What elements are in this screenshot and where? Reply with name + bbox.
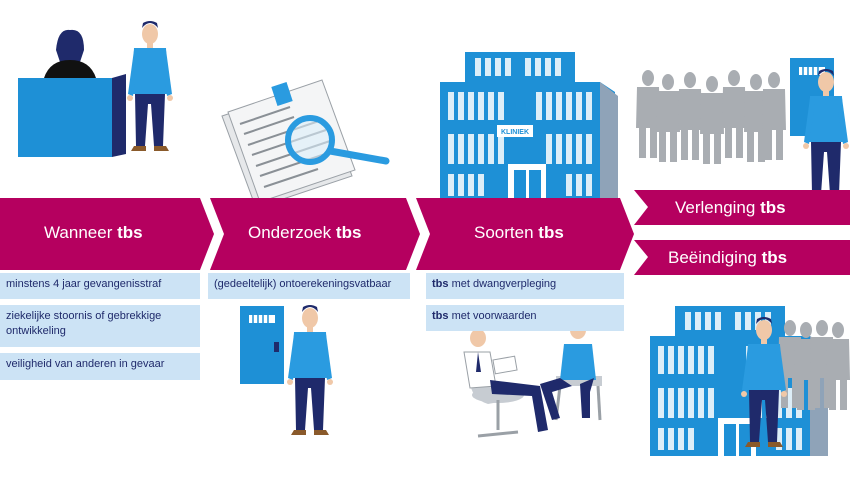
info-box-onderzoek-1: (gedeeltelijk) ontoerekeningsvatbaar bbox=[208, 273, 410, 299]
step-word: Soorten bbox=[474, 223, 534, 242]
step-label-soorten: Soorten tbs bbox=[474, 223, 564, 243]
info-keyword: tbs bbox=[432, 278, 449, 290]
step-keyword: tbs bbox=[335, 223, 362, 242]
info-box-wanneer-1: minstens 4 jaar gevangenisstraf bbox=[0, 273, 200, 299]
info-box-wanneer-2: ziekelijke stoornis of gebrekkige ontwik… bbox=[0, 305, 200, 347]
banner-verlenging bbox=[634, 190, 850, 225]
judge-icon bbox=[18, 29, 126, 157]
therapy-session-icon bbox=[463, 321, 602, 438]
step-word: Verlenging bbox=[675, 198, 756, 217]
step-keyword: tbs bbox=[761, 248, 788, 267]
info-text: met dwangverpleging bbox=[451, 278, 557, 290]
info-text: minstens 4 jaar gevangenisstraf bbox=[6, 278, 162, 290]
step-word: Beëindiging bbox=[668, 248, 757, 267]
info-text: met voorwaarden bbox=[451, 310, 537, 322]
step-keyword: tbs bbox=[117, 223, 143, 242]
step-label-beeindiging: Beëindiging tbs bbox=[668, 248, 787, 268]
cell-door-icon bbox=[239, 305, 285, 385]
step-label-onderzoek: Onderzoek tbs bbox=[248, 223, 361, 243]
info-box-soorten-2: tbs met voorwaarden bbox=[426, 305, 624, 331]
info-text: ziekelijke stoornis of gebrekkige ontwik… bbox=[6, 310, 162, 337]
step-word: Wanneer bbox=[44, 223, 113, 242]
clinic-sign bbox=[497, 125, 533, 137]
info-text: veiligheid van anderen in gevaar bbox=[6, 358, 165, 370]
banner-soorten bbox=[416, 198, 634, 270]
info-keyword: tbs bbox=[432, 310, 449, 322]
banner-onderzoek bbox=[210, 198, 420, 270]
clinic-sign-text: KLINIEK bbox=[501, 129, 529, 136]
crowd-icon bbox=[636, 70, 786, 164]
standing-man-icon bbox=[127, 21, 173, 151]
step-keyword: tbs bbox=[760, 198, 786, 217]
info-box-soorten-1: tbs met dwangverpleging bbox=[426, 273, 624, 299]
standing-man-icon bbox=[287, 305, 333, 435]
banner-beeindiging bbox=[634, 240, 850, 275]
step-label-wanneer: Wanneer tbs bbox=[44, 223, 143, 243]
step-keyword: tbs bbox=[538, 223, 564, 242]
step-label-verlenging: Verlenging tbs bbox=[675, 198, 786, 218]
magnifier-icon bbox=[285, 115, 390, 165]
info-text: (gedeeltelijk) ontoerekeningsvatbaar bbox=[214, 278, 392, 290]
banner-wanneer bbox=[0, 198, 214, 270]
step-word: Onderzoek bbox=[248, 223, 332, 242]
info-box-wanneer-3: veiligheid van anderen in gevaar bbox=[0, 353, 200, 380]
